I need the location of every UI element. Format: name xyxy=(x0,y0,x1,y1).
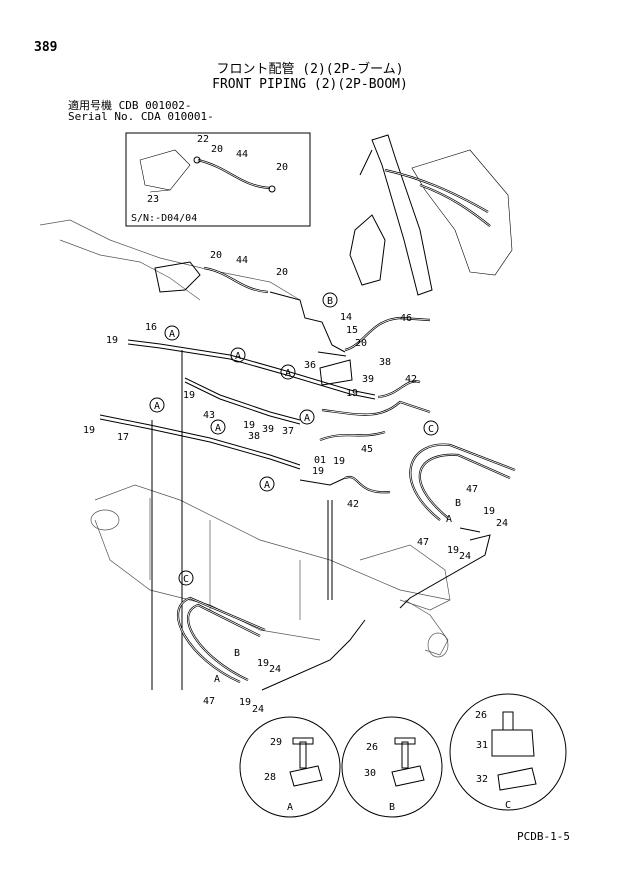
part-label: 20 xyxy=(211,144,223,155)
part-label: 01 xyxy=(314,455,326,466)
lower-hose-bundle xyxy=(177,596,366,691)
callout-markers: A A A A A A A B C C xyxy=(149,292,439,586)
part-label: 24 xyxy=(269,664,281,675)
part-label: 14 xyxy=(340,312,352,323)
part-label: 46 xyxy=(400,313,412,324)
part-label: 45 xyxy=(361,444,373,455)
part-label: 24 xyxy=(496,518,508,529)
applicable-serial-en: Serial No. CDA 010001- xyxy=(68,110,214,123)
part-label: 19 xyxy=(239,697,251,708)
detail-a-clamp: 28 xyxy=(264,772,276,783)
part-label: 36 xyxy=(304,360,316,371)
part-label: 15 xyxy=(346,325,358,336)
part-label: 20 xyxy=(276,162,288,173)
part-label: B xyxy=(234,648,240,659)
part-label: 38 xyxy=(248,431,260,442)
part-label: 19 xyxy=(483,506,495,517)
part-label: 23 xyxy=(147,194,159,205)
part-label: 19 xyxy=(346,388,358,399)
part-label: 20 xyxy=(355,338,367,349)
detail-b-bolt: 26 xyxy=(366,742,378,753)
applicable-serial-jp: 適用号機 CDB 001002- xyxy=(68,99,192,112)
part-label: 19 xyxy=(257,658,269,669)
detail-c: 26 31 32 C xyxy=(449,693,567,811)
detail-a-bolt: 29 xyxy=(270,737,282,748)
upper-tubes xyxy=(154,261,431,386)
page-title-english: FRONT PIPING (2)(2P-BOOM) xyxy=(212,77,408,92)
part-label: 43 xyxy=(203,410,215,421)
page-number: 389 xyxy=(34,40,58,55)
part-label: B xyxy=(455,498,461,509)
detail-b-clamp: 30 xyxy=(364,768,376,779)
part-label: 44 xyxy=(236,149,248,160)
callout-a: A xyxy=(235,351,241,362)
callout-b: B xyxy=(327,296,333,307)
part-label: 37 xyxy=(282,426,294,437)
page-title-japanese: フロント配管 (2)(2P-ブーム) xyxy=(216,62,404,77)
part-label: 16 xyxy=(145,322,157,333)
detail-c-upper: 31 xyxy=(476,740,488,751)
part-label: 24 xyxy=(252,704,264,715)
detail-c-tag: C xyxy=(505,800,511,811)
detail-b-tag: B xyxy=(389,802,395,813)
part-label: 19 xyxy=(312,466,324,477)
boom-outline xyxy=(39,219,451,658)
detail-a-tag: A xyxy=(287,802,293,813)
callout-c: C xyxy=(428,424,434,435)
part-label: 42 xyxy=(405,374,417,385)
callout-c: C xyxy=(183,574,189,585)
callout-a: A xyxy=(215,423,221,434)
inset-sn-note: S/N:-D04/04 xyxy=(131,213,197,224)
main-pipes xyxy=(99,339,431,690)
part-label: 19 xyxy=(83,425,95,436)
part-label: 19 xyxy=(106,335,118,346)
right-hose-bundle xyxy=(399,443,516,609)
part-label: 24 xyxy=(459,551,471,562)
inset-detail xyxy=(125,132,311,227)
part-label: 39 xyxy=(362,374,374,385)
part-label: A xyxy=(214,674,220,685)
part-label: A xyxy=(446,514,452,525)
part-label: 20 xyxy=(210,250,222,261)
part-label: 47 xyxy=(417,537,429,548)
part-label: 19 xyxy=(333,456,345,467)
callout-a: A xyxy=(169,329,175,340)
part-label: 19 xyxy=(183,390,195,401)
detail-a: 29 28 A xyxy=(239,716,341,818)
part-label: 47 xyxy=(203,696,215,707)
callout-a: A xyxy=(304,413,310,424)
callout-a: A xyxy=(154,401,160,412)
part-label: 17 xyxy=(117,432,129,443)
page-code: PCDB-1-5 xyxy=(517,830,570,843)
part-label: 19 xyxy=(447,545,459,556)
part-label: 42 xyxy=(347,499,359,510)
part-label: 22 xyxy=(197,134,209,145)
part-label: 19 xyxy=(243,420,255,431)
callout-a: A xyxy=(285,368,291,379)
detail-c-bolt: 26 xyxy=(475,710,487,721)
part-label: 39 xyxy=(262,424,274,435)
part-label: 47 xyxy=(466,484,478,495)
excavator-thumbnail xyxy=(349,134,513,296)
part-label: 44 xyxy=(236,255,248,266)
callout-a: A xyxy=(264,480,270,491)
part-labels: 22 20 44 20 23 S/N:-D04/04 20 44 20 46 1… xyxy=(83,134,508,715)
detail-c-lower: 32 xyxy=(476,774,488,785)
detail-b: 26 30 B xyxy=(341,716,443,818)
part-label: 38 xyxy=(379,357,391,368)
part-label: 20 xyxy=(276,267,288,278)
